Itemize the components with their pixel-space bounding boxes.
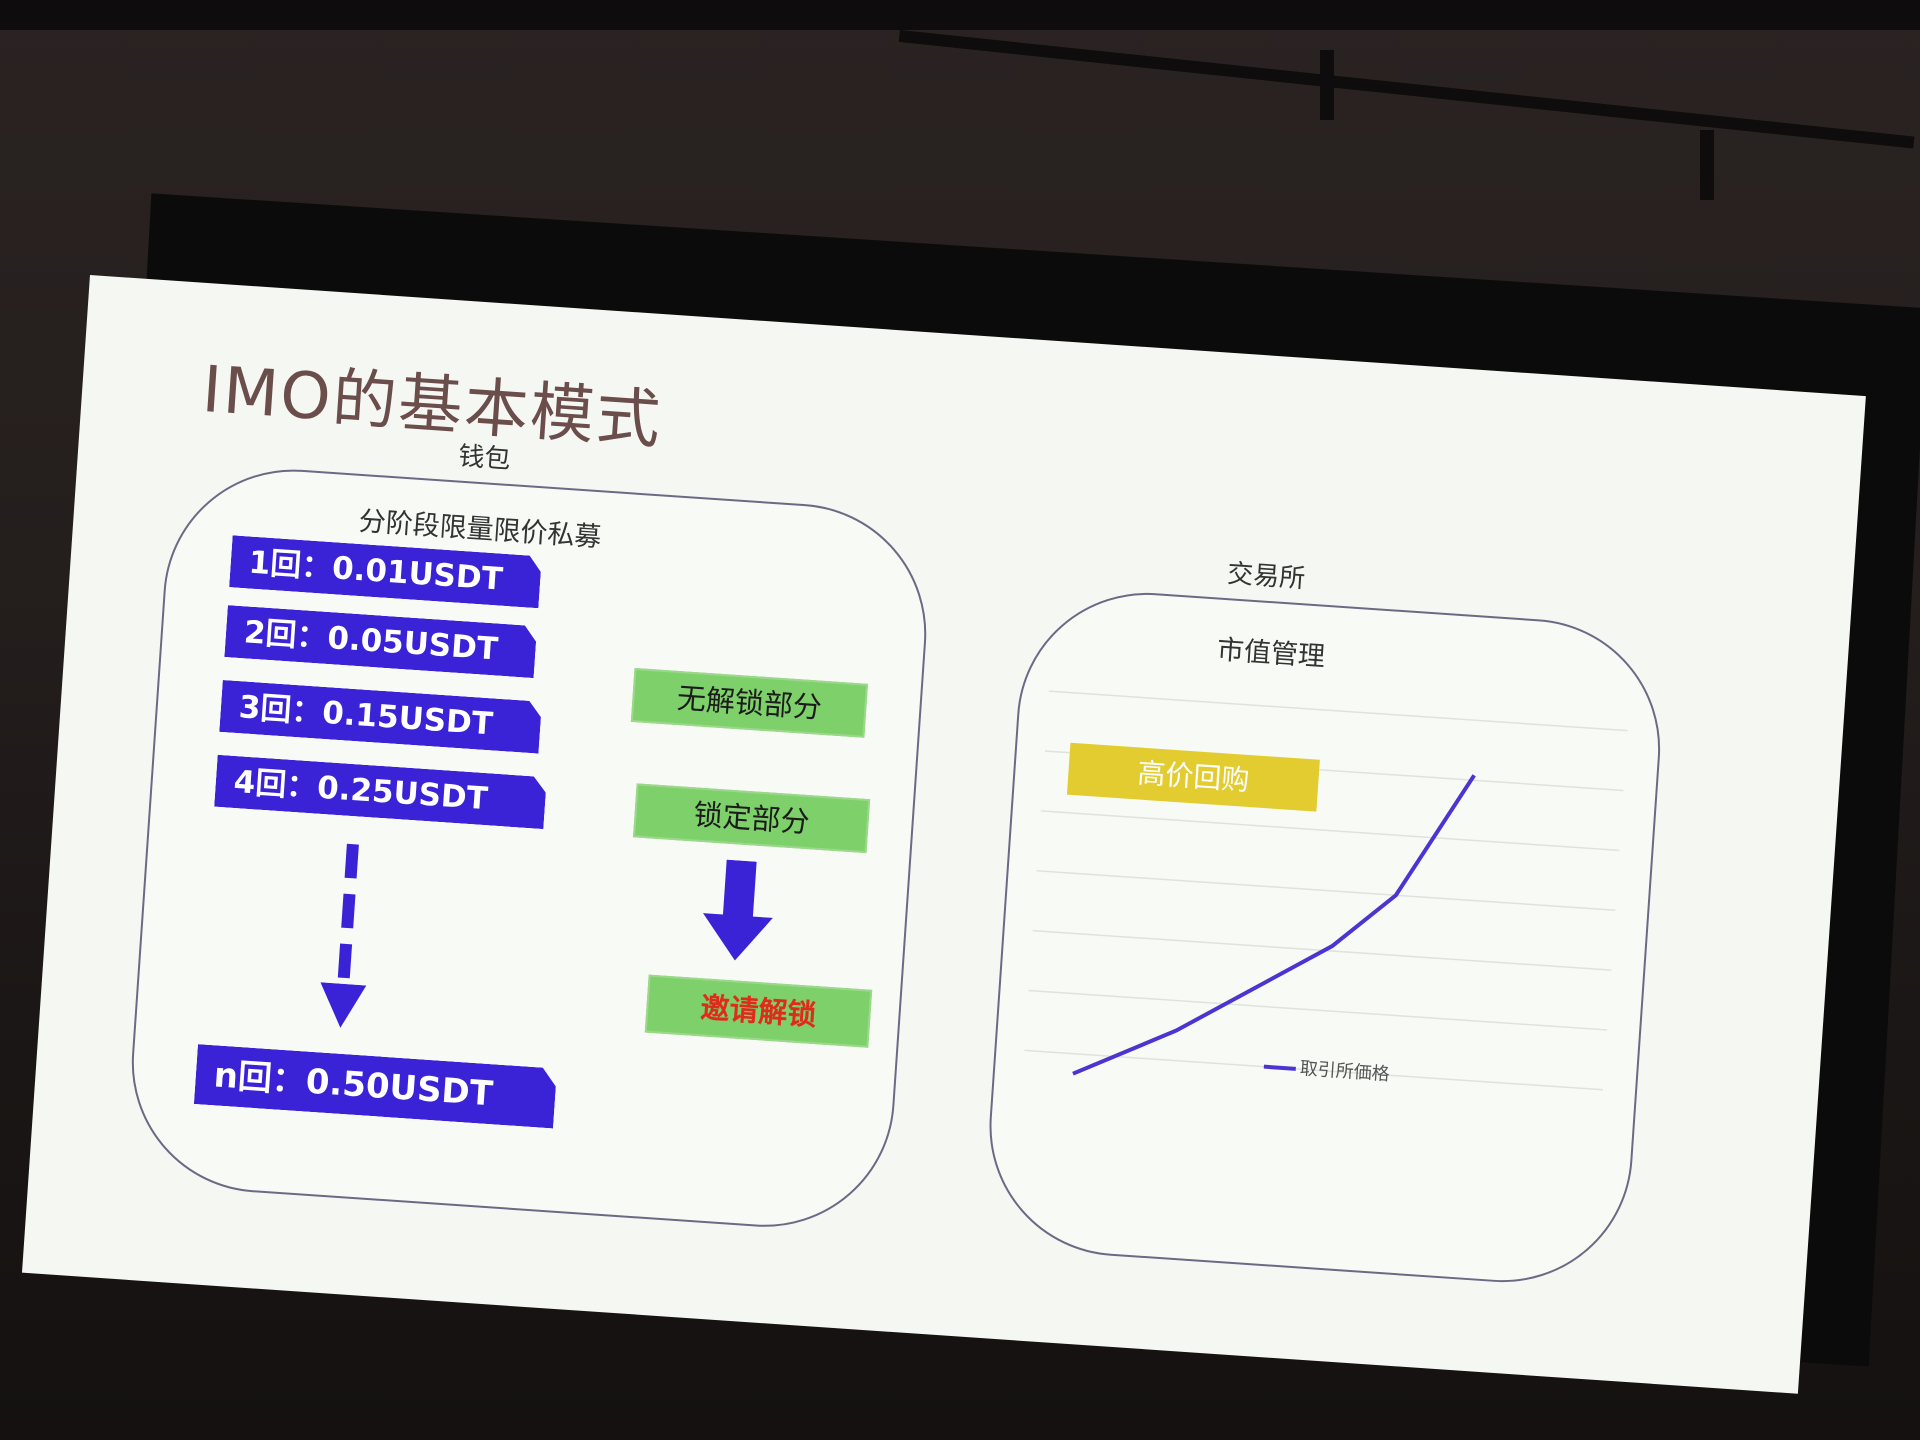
- ceiling-beam: [898, 30, 1915, 149]
- presentation-slide: IMO的基本模式 钱包 分阶段限量限价私募 1回：0.01USDT 2回：0.0…: [21, 275, 1866, 1394]
- grid-line: [1040, 810, 1620, 852]
- price-chart: [1024, 690, 1628, 1091]
- dashed-arrow-head-icon: [320, 982, 367, 1028]
- ceiling-beam: [1700, 130, 1714, 200]
- dashed-arrow-segment: [344, 843, 359, 879]
- legend-swatch-icon: [1263, 1064, 1296, 1071]
- exchange-label: 交易所: [1226, 559, 1307, 595]
- grid-line: [1024, 1049, 1604, 1091]
- slide-title: IMO的基本模式: [199, 352, 665, 459]
- dashed-arrow-segment: [341, 893, 356, 929]
- dashed-arrow-segment: [337, 943, 353, 979]
- ceiling-beam: [1320, 50, 1334, 120]
- ceiling-beam: [0, 0, 1920, 30]
- grid-line: [1028, 989, 1608, 1031]
- exchange-price-line: [1072, 774, 1476, 1076]
- grid-line: [1036, 870, 1616, 911]
- exchange-subtitle: 市值管理: [1216, 634, 1326, 673]
- wallet-label: 钱包: [457, 441, 512, 475]
- grid-line: [1048, 690, 1628, 732]
- down-arrow-icon: [703, 859, 773, 961]
